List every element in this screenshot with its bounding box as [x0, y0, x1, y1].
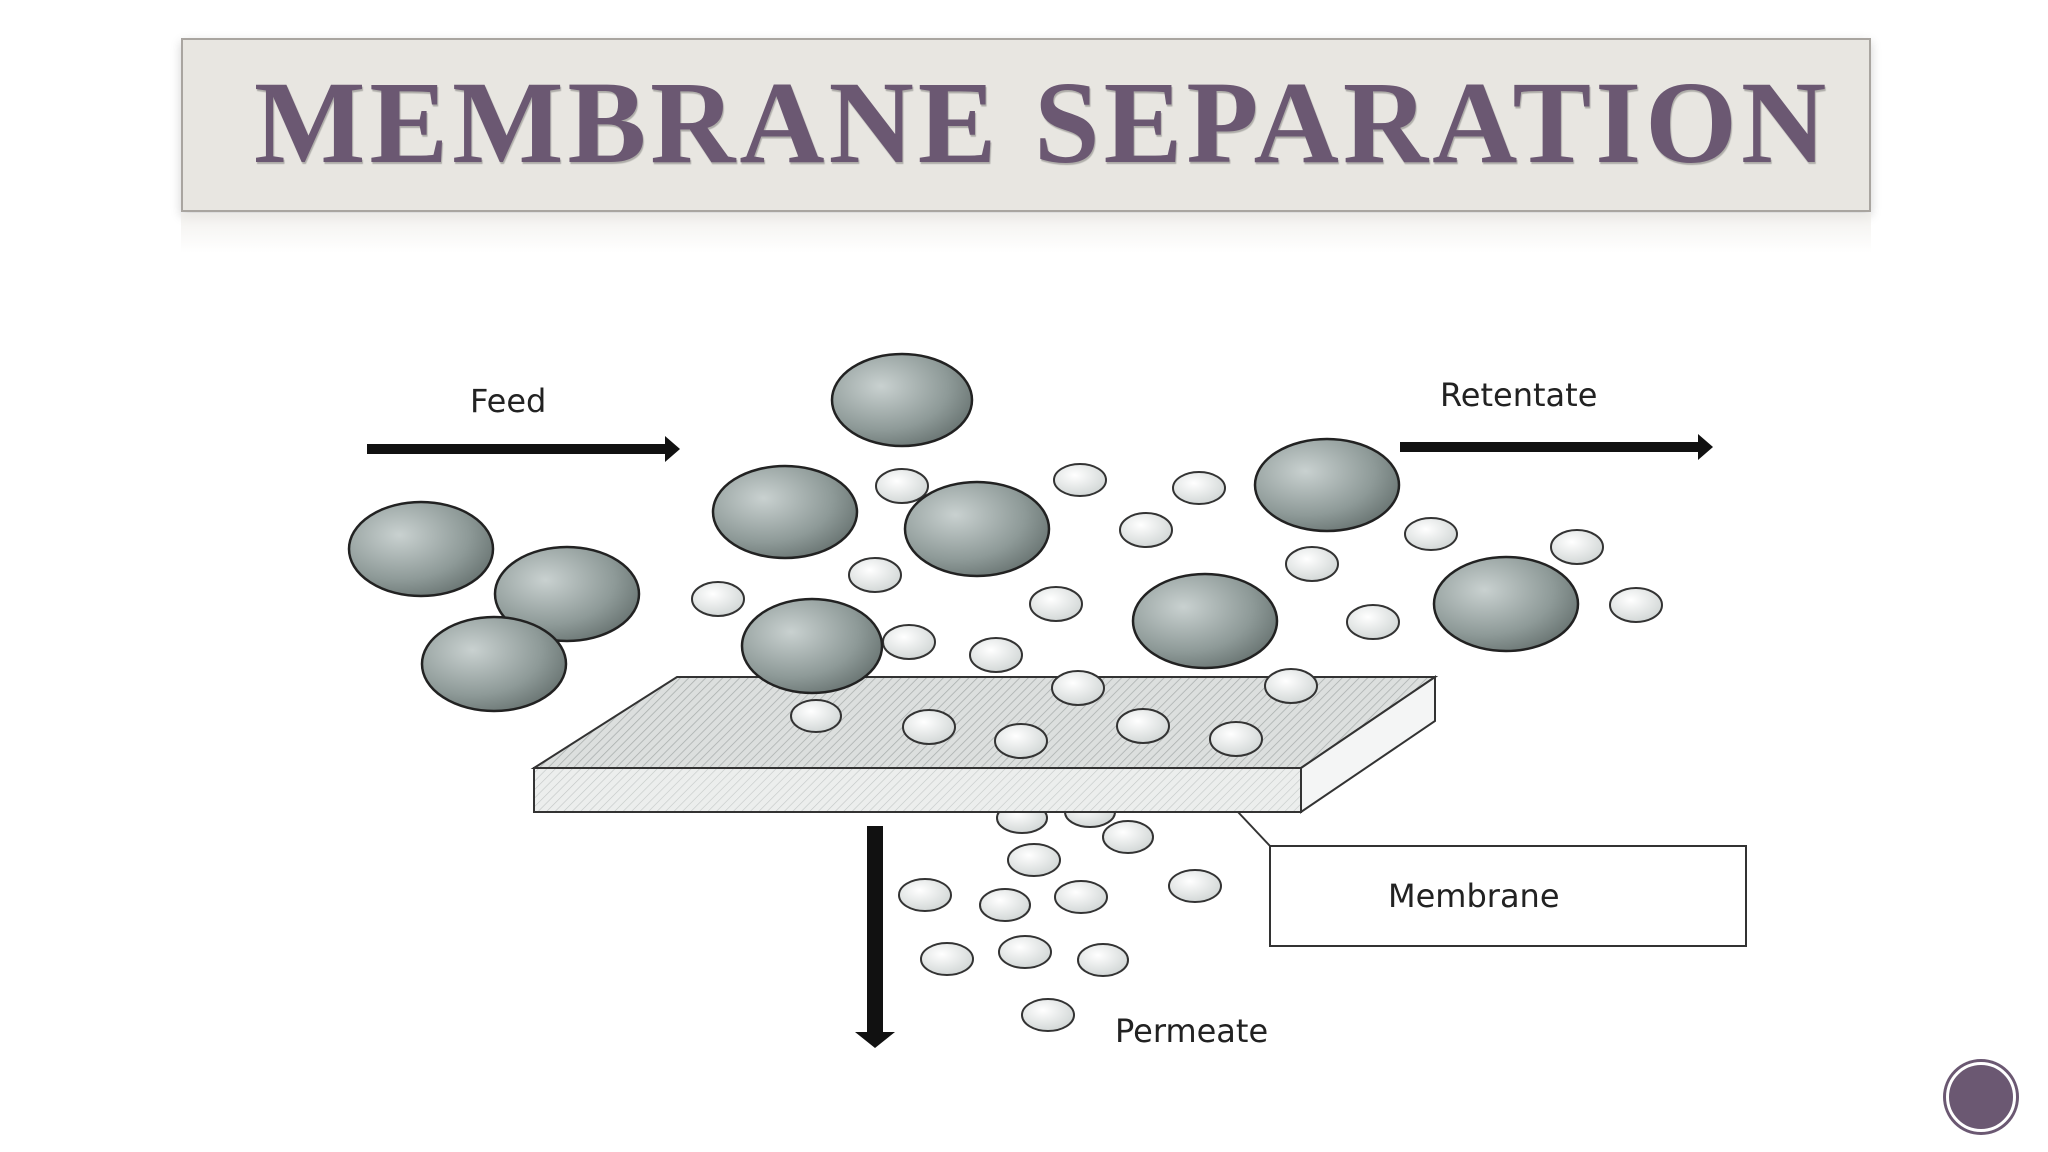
small-particle	[1077, 943, 1129, 977]
small-particle	[979, 888, 1031, 922]
small-particle	[998, 935, 1052, 969]
small-particle	[1209, 721, 1263, 757]
small-particle	[1609, 587, 1663, 623]
title-reflection	[181, 213, 1871, 253]
membrane-slab	[530, 675, 1439, 814]
small-particle	[1021, 998, 1075, 1032]
small-particle	[902, 709, 956, 745]
small-particle	[1053, 463, 1107, 497]
permeate-label: Permeate	[1115, 1012, 1268, 1050]
large-particle	[830, 352, 974, 448]
large-particle	[740, 597, 884, 695]
permeate-particles	[898, 796, 1222, 1032]
title-banner	[181, 38, 1871, 212]
large-particle	[1432, 555, 1580, 653]
small-particle	[994, 723, 1048, 759]
large-particle	[1131, 572, 1279, 670]
page-title: MEMBRANE SEPARATION	[254, 57, 1831, 188]
small-particle	[882, 624, 936, 660]
small-particle	[898, 878, 952, 912]
small-particle	[848, 557, 902, 593]
small-particle	[1102, 820, 1154, 854]
small-particle	[1550, 529, 1604, 565]
membrane-label-box	[1269, 845, 1747, 947]
feed-small-particles	[691, 463, 1663, 673]
small-particle	[920, 942, 974, 976]
large-particle	[711, 464, 859, 560]
small-particle	[1172, 471, 1226, 505]
small-particle	[1168, 869, 1222, 903]
large-particle	[1253, 437, 1401, 533]
small-particle	[875, 468, 929, 504]
membrane-callout-line	[1237, 811, 1271, 847]
retentate-arrow	[1400, 434, 1713, 460]
small-particle	[1285, 546, 1339, 582]
small-particle	[1116, 708, 1170, 744]
small-particle	[1007, 843, 1061, 877]
page-number-icon	[1946, 1062, 2016, 1132]
small-particle	[1029, 586, 1083, 622]
small-particle	[1119, 512, 1173, 548]
large-particle	[347, 500, 495, 598]
large-particle	[903, 480, 1051, 578]
retentate-label: Retentate	[1440, 376, 1597, 414]
large-particle	[420, 615, 568, 713]
large-particles	[347, 352, 1580, 713]
small-particle	[1054, 880, 1108, 914]
surface-particles	[790, 668, 1318, 759]
small-particle	[691, 581, 745, 617]
small-particle	[1051, 670, 1105, 706]
small-particle	[969, 637, 1023, 673]
large-particle	[493, 545, 641, 643]
membrane-label: Membrane	[1388, 877, 1560, 915]
small-particle	[1404, 517, 1458, 551]
feed-label: Feed	[470, 382, 546, 420]
feed-arrow	[367, 436, 680, 462]
permeate-arrow	[855, 826, 895, 1048]
small-particle	[790, 699, 842, 733]
small-particle	[1264, 668, 1318, 704]
small-particle	[1346, 604, 1400, 640]
